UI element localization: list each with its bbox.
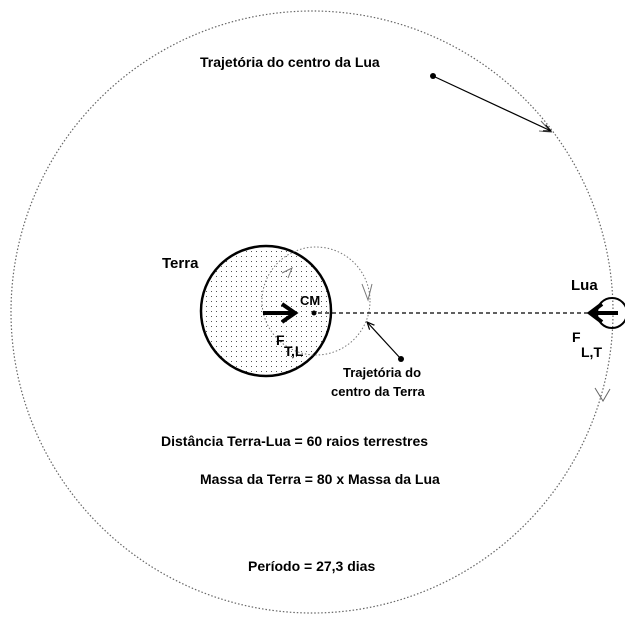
- force-moon-label: F: [572, 329, 581, 345]
- earth-center-trajectory: [261, 246, 371, 356]
- force-earth-subscript: T,L: [284, 343, 304, 359]
- moon-trajectory-label: Trajetória do centro da Lua: [200, 54, 380, 70]
- earth-label: Terra: [162, 255, 199, 272]
- earth-trajectory-pointer-line: [367, 322, 402, 360]
- force-earth-label: F: [276, 332, 285, 348]
- moon-trajectory-pointer-line: [432, 75, 551, 131]
- center-of-mass-dot: [311, 310, 317, 316]
- center-of-mass-label: CM: [300, 293, 320, 308]
- force-on-earth-arrow: [263, 302, 299, 324]
- mass-info: Massa da Terra = 80 x Massa da Lua: [200, 471, 440, 487]
- orbit-arrowhead-right: [594, 387, 611, 402]
- earth-trajectory-label-line2: centro da Terra: [331, 384, 425, 399]
- period-info: Período = 27,3 dias: [248, 558, 375, 574]
- earth-trajectory-label-line1: Trajetória do: [343, 365, 421, 380]
- force-moon-subscript: L,T: [581, 344, 602, 360]
- moon-label: Lua: [571, 277, 598, 294]
- earth-trajectory-arrowhead-2: [361, 283, 373, 302]
- distance-info: Distância Terra-Lua = 60 raios terrestre…: [161, 433, 428, 449]
- earth-trajectory-arrowhead: [281, 266, 293, 279]
- force-on-moon-arrow: [586, 302, 618, 324]
